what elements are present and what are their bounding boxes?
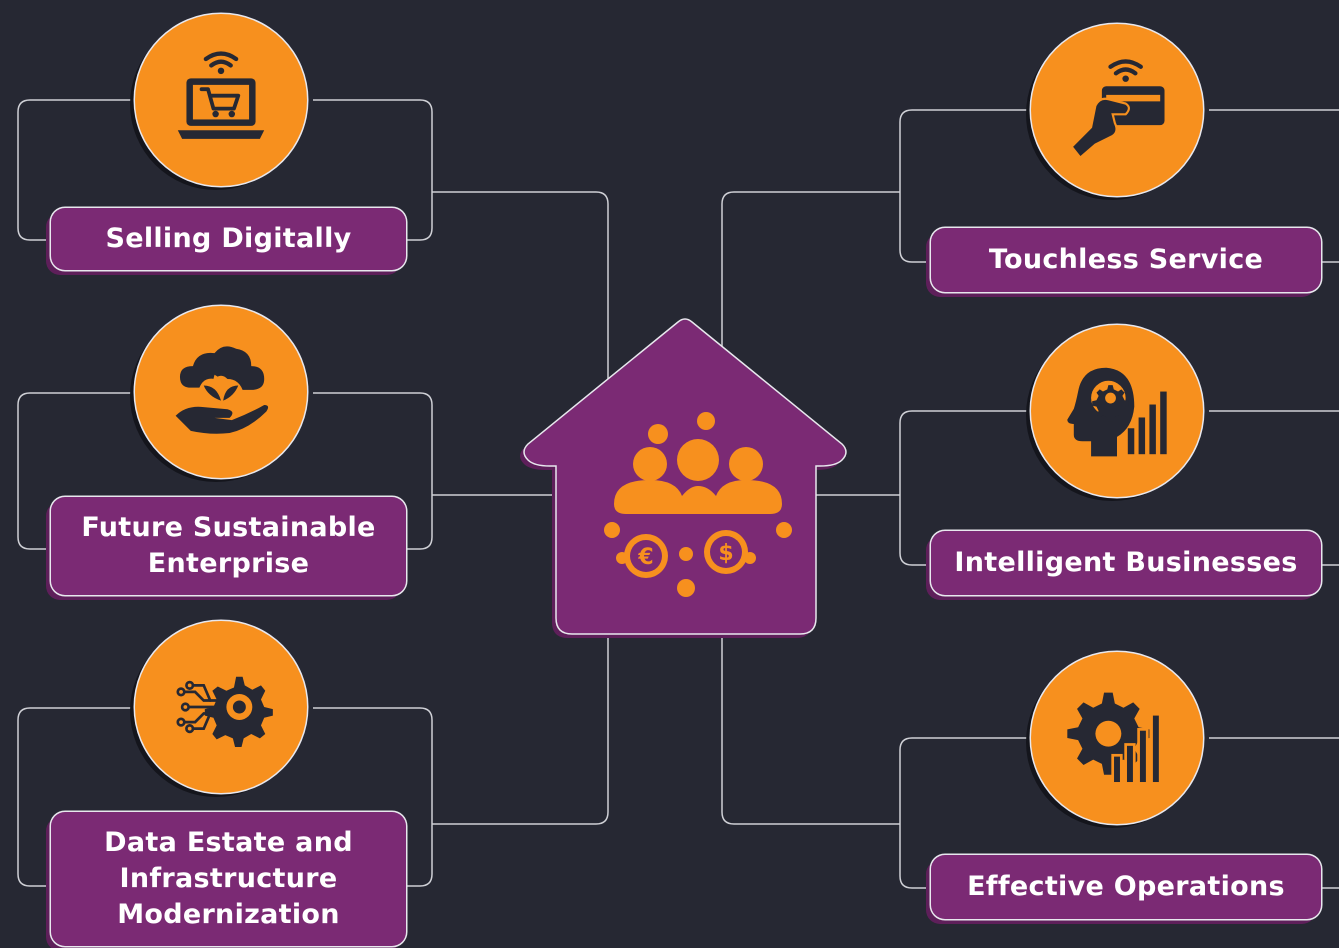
node-icon-circle-effective bbox=[1031, 652, 1203, 824]
connector-bracket-touchless bbox=[899, 109, 1031, 263]
hand-card-wifi-icon bbox=[1070, 59, 1165, 160]
node-label-touchless: Touchless Service bbox=[931, 228, 1321, 292]
cloud-leaf-hand-icon bbox=[175, 346, 269, 434]
node-label-future-sustainable: Future Sustainable Enterprise bbox=[51, 497, 406, 595]
connector-bracket-data-estate bbox=[17, 707, 135, 887]
connector-bracket-data-estate-right bbox=[313, 707, 433, 887]
connector-bracket-selling-digitally-right bbox=[313, 99, 433, 241]
euro-symbol: € bbox=[637, 545, 653, 570]
node-label-selling-digitally: Selling Digitally bbox=[51, 208, 406, 270]
node-icon-circle-selling-digitally bbox=[135, 14, 307, 186]
house-shape: € $ bbox=[520, 318, 847, 638]
dollar-symbol: $ bbox=[718, 541, 733, 566]
gear-bar-chart-icon bbox=[1067, 692, 1162, 785]
node-icon-circle-data-estate bbox=[135, 621, 307, 793]
circuit-gear-icon bbox=[176, 676, 273, 747]
connector-bracket-intelligent bbox=[899, 410, 1031, 566]
connector-bracket-future-sustainable bbox=[17, 392, 135, 550]
connector-bracket-selling-digitally bbox=[17, 99, 135, 241]
node-label-intelligent: Intelligent Businesses bbox=[931, 531, 1321, 595]
node-icon-circle-touchless bbox=[1031, 24, 1203, 196]
connector-bracket-future-sustainable-right bbox=[313, 392, 433, 550]
node-label-data-estate: Data Estate and Infrastructure Moderniza… bbox=[51, 812, 406, 946]
connector-bracket-effective bbox=[899, 737, 1031, 889]
head-gear-chart-icon bbox=[1067, 367, 1167, 457]
node-label-effective: Effective Operations bbox=[931, 855, 1321, 919]
node-icon-circle-intelligent bbox=[1031, 325, 1203, 497]
laptop-cart-wifi-icon bbox=[177, 51, 265, 139]
node-icon-circle-future-sustainable bbox=[135, 306, 307, 478]
central-hub: € $ bbox=[520, 318, 850, 638]
people-currency-icon bbox=[604, 412, 792, 597]
